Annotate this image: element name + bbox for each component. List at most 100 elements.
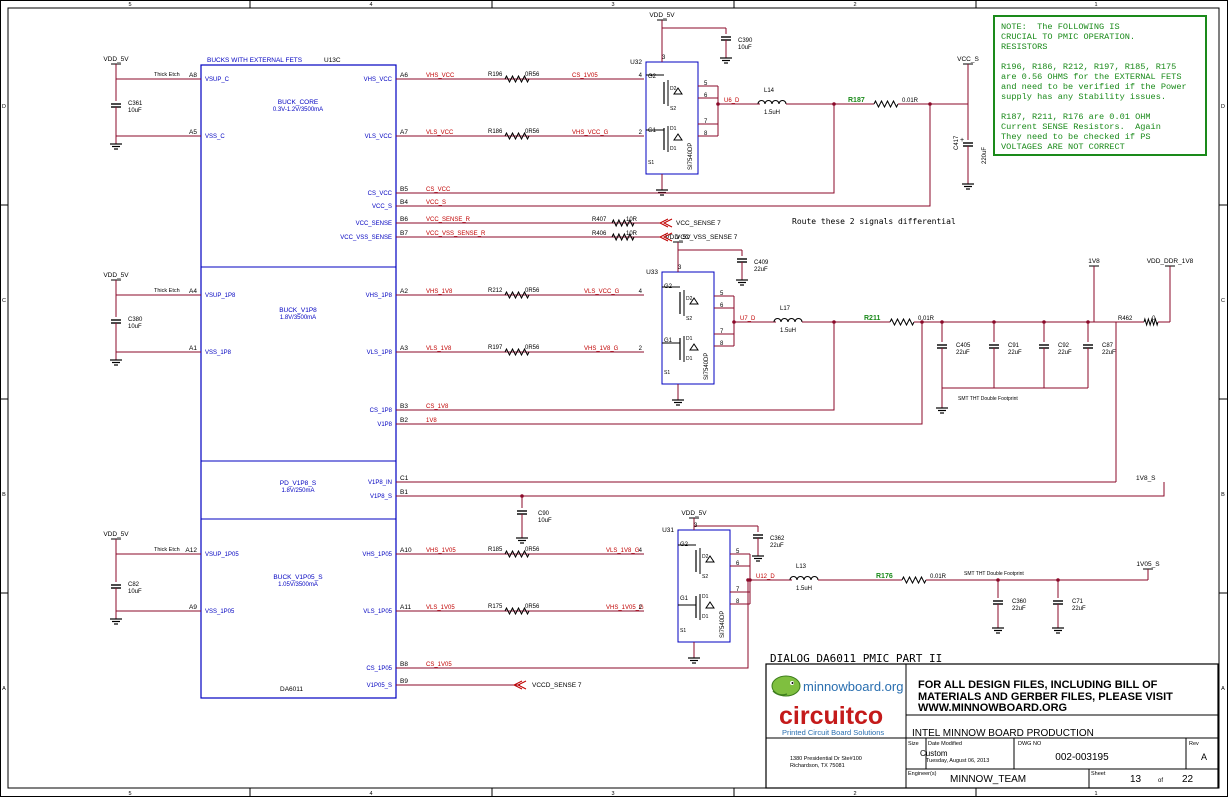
offpage-connector — [658, 232, 673, 242]
resistor-R185 — [504, 549, 530, 559]
block-spec: 1.8V/3500mA — [280, 315, 316, 321]
pmic-ref: U13C — [324, 57, 341, 64]
fet-pin-name: D1 — [670, 146, 677, 152]
junction-dot — [920, 320, 924, 324]
fet-pin-number: 4 — [639, 73, 643, 79]
pin-number: A6 — [400, 72, 408, 79]
resistor-R407 — [611, 218, 635, 228]
res-value: 10R — [626, 217, 638, 223]
fet-pin-name: G1 — [680, 596, 689, 602]
vdd-5v-symbol-label: VDD_5V — [681, 510, 707, 517]
cap-ref: C71 — [1072, 599, 1084, 605]
pin-number: B4 — [400, 199, 408, 206]
block-name: BUCK_V1P05_S — [273, 574, 323, 581]
fet-part: SI7540DP — [720, 611, 726, 638]
pin-number: A11 — [400, 604, 411, 611]
resistor-R176 — [901, 575, 927, 585]
vdd-5v-symbol-label: VDD_5V — [649, 12, 675, 19]
sheet-title: DIALOG DA6011 PMIC PART II — [770, 652, 942, 665]
zone-label-top: 1 — [1094, 2, 1097, 8]
resistor-R187 — [873, 99, 899, 109]
pmic-u13c-body — [200, 64, 397, 699]
titleblock-frame — [765, 663, 1219, 789]
fet-pin-number: 5 — [720, 291, 724, 297]
cap-value: 22uF — [754, 267, 768, 273]
wire — [420, 482, 1165, 497]
block-name: BUCK_CORE — [278, 99, 319, 106]
cap-ref: C362 — [770, 536, 785, 542]
sheet-number: 13 — [1130, 774, 1142, 785]
res-value: 0R56 — [525, 604, 540, 610]
zone-label-top: 3 — [611, 2, 614, 8]
cap-ref: C409 — [754, 260, 769, 266]
res-ref: R176 — [876, 573, 893, 580]
fet-pin-number: 6 — [704, 93, 708, 99]
net-label: U7_D — [740, 316, 756, 322]
offpage-label: VCC_SENSE 7 — [676, 220, 721, 227]
net-label: VHS_1V8 — [426, 289, 453, 295]
inductor-L13 — [789, 575, 819, 581]
net-label: VLS_1V05 — [426, 605, 455, 611]
zone-label-bottom: 5 — [128, 791, 131, 797]
net-label: VCC_SENSE_R — [426, 217, 471, 223]
pin-name: CS_VCC — [368, 191, 393, 197]
wire — [420, 104, 835, 194]
address-line: 1380 Presidential Dr Ste#100 — [790, 756, 862, 762]
fet-pin-number: 2 — [639, 130, 643, 136]
mosfet-U33 — [661, 271, 715, 385]
cap-value: 10uF — [128, 108, 142, 114]
block-name: PD_V1P8_S — [280, 480, 317, 487]
resistor-R186 — [504, 131, 530, 141]
fet-pin-name: G2 — [648, 74, 657, 80]
junction-dot — [520, 494, 524, 498]
zone-label-bottom: 2 — [853, 791, 856, 797]
pin-number: B8 — [400, 661, 408, 668]
pin-name: VHS_1P05 — [362, 552, 392, 558]
dwg-value: 002-003195 — [1055, 752, 1109, 763]
fet-pin-number: 4 — [639, 289, 643, 295]
net-label: VLS_1V8 — [426, 346, 452, 352]
cap-value: 22uF — [1072, 606, 1086, 612]
cap-value: 220uF — [982, 147, 988, 164]
fet-pin-name: D1 — [670, 126, 677, 132]
junction-dot — [928, 102, 932, 106]
date-label: Date Modified — [928, 741, 962, 747]
circuitco-logo: circuitco Printed Circuit Board Solution… — [776, 702, 906, 738]
block-name: BUCK_V1P8 — [279, 307, 317, 314]
pin-number: B3 — [400, 403, 408, 410]
titleblock-notice: FOR ALL DESIGN FILES, INCLUDING BILL OF … — [918, 679, 1173, 714]
critical-note: NOTE: The FOLLOWING IS CRUCIAL TO PMIC O… — [993, 15, 1207, 156]
project-name: INTEL MINNOW BOARD PRODUCTION — [912, 728, 1094, 739]
junction-dot — [746, 578, 750, 582]
pin-number: A12 — [185, 547, 197, 554]
pin-name: VHS_1P8 — [366, 293, 393, 299]
pin-number: B5 — [400, 186, 408, 193]
pin-name: V1P8 — [377, 422, 392, 428]
res-value: 10R — [626, 231, 638, 237]
zone-label-bottom: 1 — [1094, 791, 1097, 797]
fet-pin-number: 8 — [736, 599, 740, 605]
sheet-of: of — [1158, 778, 1163, 784]
cap-value: 10uF — [128, 324, 142, 330]
smt-note: SMT THT Double Footprint — [958, 396, 1018, 402]
cap-value: 22uF — [956, 350, 970, 356]
pin-name: VCC_VSS_SENSE — [340, 235, 392, 241]
zone-label-top: 5 — [128, 2, 131, 8]
res-value: 0R56 — [525, 345, 540, 351]
pin-name: CS_1P05 — [366, 666, 392, 672]
pin-number: A10 — [400, 547, 412, 554]
pin-name: V1P8_IN — [368, 480, 392, 486]
junction-dot — [832, 102, 836, 106]
res-value: 0.01R — [930, 574, 947, 580]
offpage-connector — [512, 680, 527, 690]
res-ref: R212 — [488, 288, 503, 294]
net-label: 1V8 — [426, 418, 437, 424]
engineer-label: Engineer(s) — [908, 771, 937, 777]
wire — [420, 322, 835, 411]
fet-pin-name: D1 — [686, 356, 693, 362]
pmic-part: DA6011 — [280, 686, 303, 693]
net-label: VLS_VCC_G — [584, 289, 620, 295]
fet-diode — [689, 297, 699, 305]
pin-name: V1P8_S — [370, 494, 392, 500]
size-value: Custom — [920, 749, 948, 758]
